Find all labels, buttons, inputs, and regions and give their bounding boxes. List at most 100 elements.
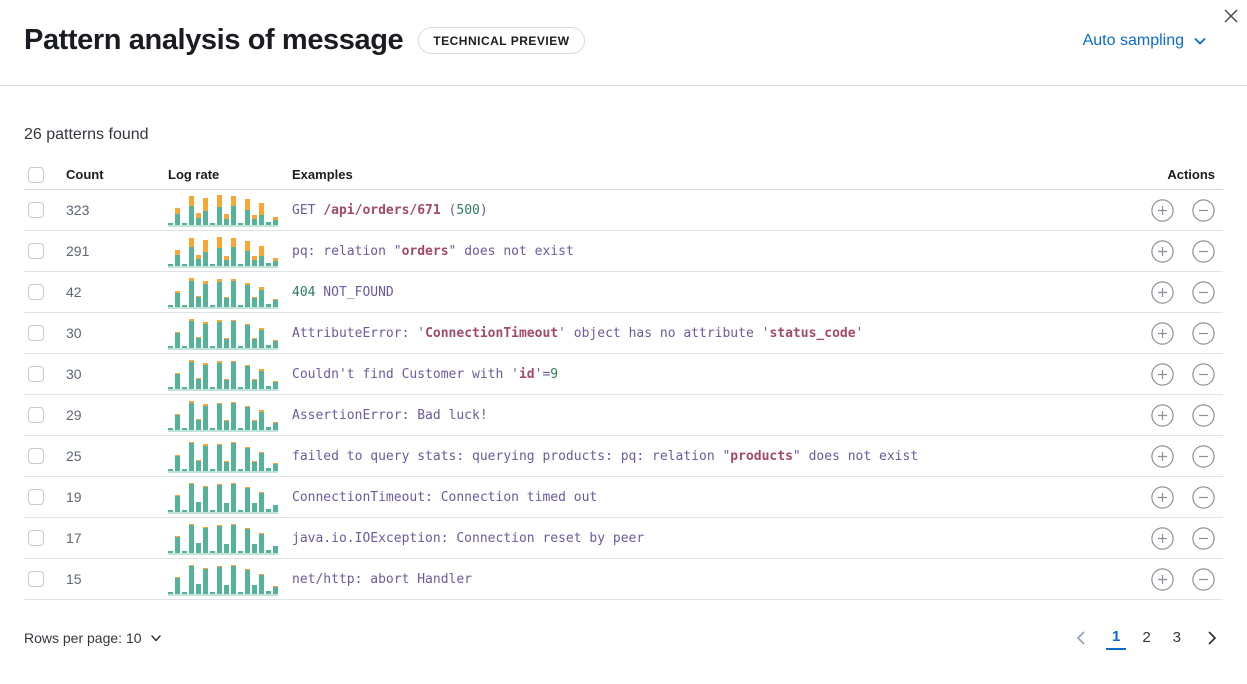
plus-circle-icon <box>1151 362 1174 386</box>
technical-preview-badge: TECHNICAL PREVIEW <box>418 27 585 54</box>
minus-circle-icon <box>1192 526 1215 550</box>
row-checkbox[interactable] <box>28 325 44 341</box>
row-checkbox[interactable] <box>28 284 44 300</box>
table-row: 29 AssertionError: Bad luck! <box>24 395 1223 436</box>
filter-in-pattern-button[interactable] <box>1151 280 1174 304</box>
patterns-table: Count Log rate Examples Actions 323 GET … <box>24 160 1223 600</box>
plus-circle-icon <box>1151 485 1174 509</box>
minus-circle-icon <box>1192 198 1215 222</box>
minus-circle-icon <box>1192 485 1215 509</box>
filter-in-pattern-button[interactable] <box>1151 239 1174 263</box>
page-number-1[interactable]: 1 <box>1105 626 1127 650</box>
table-row: 291 pq: relation "orders" does not exist <box>24 231 1223 272</box>
example-text: ConnectionTimeout: Connection timed out <box>292 490 598 505</box>
table-row: 25 failed to query stats: querying produ… <box>24 436 1223 477</box>
rows-per-page-label: Rows per page: 10 <box>24 630 142 646</box>
row-checkbox[interactable] <box>28 489 44 505</box>
filter-out-pattern-button[interactable] <box>1192 321 1215 345</box>
example-text: pq: relation "orders" does not exist <box>292 244 574 259</box>
log-rate-chart <box>168 316 278 350</box>
log-rate-chart <box>168 357 278 391</box>
filter-out-pattern-button[interactable] <box>1192 485 1215 509</box>
column-header-actions: Actions <box>1167 167 1215 182</box>
minus-circle-icon <box>1192 280 1215 304</box>
table-row: 30 AttributeError: 'ConnectionTimeout' o… <box>24 313 1223 354</box>
filter-in-pattern-button[interactable] <box>1151 321 1174 345</box>
filter-in-pattern-button[interactable] <box>1151 526 1174 550</box>
table-row: 17 java.io.IOException: Connection reset… <box>24 518 1223 559</box>
table-header-row: Count Log rate Examples Actions <box>24 160 1223 190</box>
page-number-3[interactable]: 3 <box>1167 627 1187 649</box>
row-count: 42 <box>66 284 82 300</box>
sampling-label: Auto sampling <box>1082 31 1184 49</box>
minus-circle-icon <box>1192 362 1215 386</box>
rows-per-page-dropdown[interactable]: Rows per page: 10 <box>24 630 162 646</box>
minus-circle-icon <box>1192 567 1215 591</box>
filter-out-pattern-button[interactable] <box>1192 444 1215 468</box>
minus-circle-icon <box>1192 321 1215 345</box>
filter-in-pattern-button[interactable] <box>1151 362 1174 386</box>
filter-out-pattern-button[interactable] <box>1192 198 1215 222</box>
chevron-down-icon <box>150 635 161 642</box>
filter-out-pattern-button[interactable] <box>1192 280 1215 304</box>
patterns-found-count: 26 patterns found <box>24 126 149 143</box>
table-row: 42 404 NOT_FOUND <box>24 272 1223 313</box>
sampling-dropdown[interactable]: Auto sampling <box>1083 32 1207 50</box>
filter-out-pattern-button[interactable] <box>1192 362 1215 386</box>
row-checkbox[interactable] <box>28 448 44 464</box>
table-row: 30 Couldn't find Customer with 'id'=9 <box>24 354 1223 395</box>
filter-in-pattern-button[interactable] <box>1151 403 1174 427</box>
row-checkbox[interactable] <box>28 530 44 546</box>
example-text: Couldn't find Customer with 'id'=9 <box>292 367 559 382</box>
row-checkbox[interactable] <box>28 243 44 259</box>
row-count: 291 <box>66 243 90 259</box>
plus-circle-icon <box>1151 403 1174 427</box>
filter-out-pattern-button[interactable] <box>1192 526 1215 550</box>
plus-circle-icon <box>1151 198 1174 222</box>
flyout-header: Pattern analysis of message TECHNICAL PR… <box>0 0 1247 86</box>
example-text: 404 NOT_FOUND <box>292 285 394 300</box>
row-checkbox[interactable] <box>28 366 44 382</box>
log-rate-chart <box>168 398 278 432</box>
log-rate-chart <box>168 562 278 596</box>
plus-circle-icon <box>1151 239 1174 263</box>
filter-out-pattern-button[interactable] <box>1192 239 1215 263</box>
column-header-log-rate: Log rate <box>168 167 220 182</box>
row-checkbox[interactable] <box>28 407 44 423</box>
example-text: GET /api/orders/671 (500) <box>292 203 488 218</box>
chevron-right-icon <box>1208 631 1216 645</box>
example-text: AttributeError: 'ConnectionTimeout' obje… <box>292 326 864 341</box>
row-count: 19 <box>66 489 82 505</box>
page-title: Pattern analysis of message <box>24 24 404 56</box>
log-rate-chart <box>168 193 278 227</box>
column-header-examples: Examples <box>292 167 353 182</box>
close-icon <box>1224 9 1238 23</box>
example-text: net/http: abort Handler <box>292 572 473 587</box>
row-count: 29 <box>66 407 82 423</box>
filter-in-pattern-button[interactable] <box>1151 444 1174 468</box>
row-count: 17 <box>66 530 82 546</box>
chevron-down-icon <box>1194 37 1206 44</box>
log-rate-chart <box>168 521 278 555</box>
example-text: java.io.IOException: Connection reset by… <box>292 531 645 546</box>
previous-page-button[interactable] <box>1070 629 1092 647</box>
row-checkbox[interactable] <box>28 571 44 587</box>
column-header-count: Count <box>66 167 104 182</box>
filter-out-pattern-button[interactable] <box>1192 567 1215 591</box>
plus-circle-icon <box>1151 567 1174 591</box>
next-page-button[interactable] <box>1201 629 1223 647</box>
filter-in-pattern-button[interactable] <box>1151 567 1174 591</box>
plus-circle-icon <box>1151 321 1174 345</box>
select-all-checkbox[interactable] <box>28 166 44 183</box>
example-text: failed to query stats: querying products… <box>292 449 919 464</box>
row-checkbox[interactable] <box>28 202 44 218</box>
log-rate-chart <box>168 439 278 473</box>
log-rate-chart <box>168 480 278 514</box>
filter-in-pattern-button[interactable] <box>1151 485 1174 509</box>
pattern-table-body: 323 GET /api/orders/671 (500) 291 pq: re… <box>24 190 1223 600</box>
page-number-2[interactable]: 2 <box>1136 627 1156 649</box>
filter-in-pattern-button[interactable] <box>1151 198 1174 222</box>
close-button[interactable] <box>1219 4 1243 28</box>
filter-out-pattern-button[interactable] <box>1192 403 1215 427</box>
